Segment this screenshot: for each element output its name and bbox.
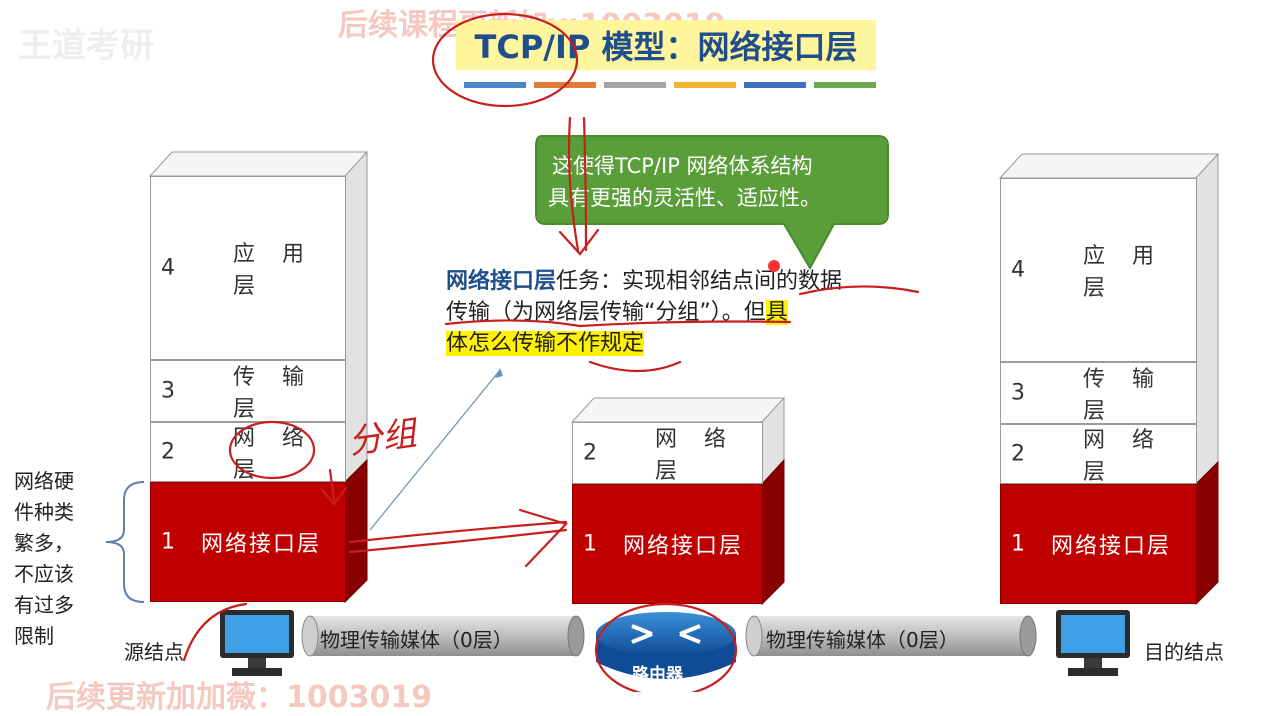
term-label: 网络接口层 (446, 269, 557, 294)
curly-brace (105, 481, 145, 603)
layer-name: 网 络 层 (655, 427, 736, 484)
layer-name: 网 络 层 (233, 426, 314, 483)
layer-number: 1 (1011, 531, 1025, 557)
handwritten-annotation: 分组 (346, 413, 419, 463)
side-note-line: 有过多 (14, 593, 74, 617)
layer-name: 网络接口层 (1051, 534, 1172, 559)
source-layer-3: 3 传 输 层 (150, 360, 346, 422)
router-layer-1: 1 网络接口层 (572, 484, 763, 604)
layer-number: 2 (1011, 441, 1025, 467)
router-layer-2: 2 网 络 层 (572, 422, 763, 484)
side-note-line: 件种类 (14, 500, 74, 524)
speech-bubble (535, 135, 889, 271)
side-note-line: 网络硬 (14, 469, 74, 493)
dest-computer-icon (1056, 610, 1130, 676)
dest-layer-2: 2 网 络 层 (1000, 424, 1197, 485)
side-note-line: 不应该 (14, 562, 74, 586)
source-computer-icon (220, 610, 294, 676)
cable-right-label: 物理传输媒体（0层） (766, 628, 959, 652)
color-bar-4 (674, 82, 736, 88)
source-layer-1: 1 网络接口层 (150, 482, 346, 602)
layer-name: 传 输 层 (1083, 367, 1164, 424)
layer-number: 3 (1011, 380, 1025, 406)
color-bar-5 (744, 82, 806, 88)
layer-name: 传 输 层 (233, 365, 314, 422)
side-note: 网络硬 件种类 繁多， 不应该 有过多 限制 (14, 466, 74, 652)
layer-name: 网络接口层 (623, 534, 744, 559)
dest-layer-3: 3 传 输 层 (1000, 362, 1197, 424)
task-description: 网络接口层任务：实现相邻结点间的数据 传输（为网络层传输“分组”）。但具 体怎么… (446, 266, 916, 359)
desc-line-1: 任务：实现相邻结点间的数据 (556, 269, 843, 294)
layer-number: 1 (161, 529, 175, 555)
router-label: 路由器 (632, 665, 683, 685)
desc-line-3-highlight: 体怎么传输不作规定 (446, 331, 645, 356)
layer-name: 应 用 层 (1083, 244, 1164, 301)
cable-left-shape (301, 615, 585, 657)
layer-number: 3 (161, 378, 175, 404)
layer-number: 2 (583, 440, 597, 466)
cable-left-label: 物理传输媒体（0层） (320, 628, 513, 652)
layer-number: 4 (161, 255, 175, 281)
source-node-label: 源结点 (124, 640, 184, 664)
bubble-line-2: 具有更强的灵活性、适应性。 (548, 186, 821, 210)
dest-node-label: 目的结点 (1144, 640, 1224, 664)
layer-number: 4 (1011, 257, 1025, 283)
layer-number: 1 (583, 531, 597, 557)
bubble-line-1: 这使得TCP/IP 网络体系结构 (552, 154, 813, 178)
color-bar-6 (814, 82, 876, 88)
side-note-line: 限制 (14, 624, 54, 648)
stack-3d-faces (148, 150, 1220, 606)
color-bar-3 (604, 82, 666, 88)
layer-name: 应 用 层 (233, 242, 314, 299)
layer-number: 2 (161, 439, 175, 465)
dest-layer-1: 1 网络接口层 (1000, 484, 1197, 604)
layer-name: 网络接口层 (201, 532, 322, 557)
layer-name: 网 络 层 (1083, 428, 1164, 485)
logo-watermark: 王道考研 (18, 26, 154, 66)
source-layer-4: 4 应 用 层 (150, 176, 346, 360)
dest-layer-4: 4 应 用 层 (1000, 178, 1197, 362)
cable-right-shape (745, 615, 1037, 657)
desc-line-2-highlight: 具 (765, 300, 788, 325)
source-layer-2: 2 网 络 层 (150, 422, 346, 483)
side-note-line: 繁多， (14, 531, 74, 555)
